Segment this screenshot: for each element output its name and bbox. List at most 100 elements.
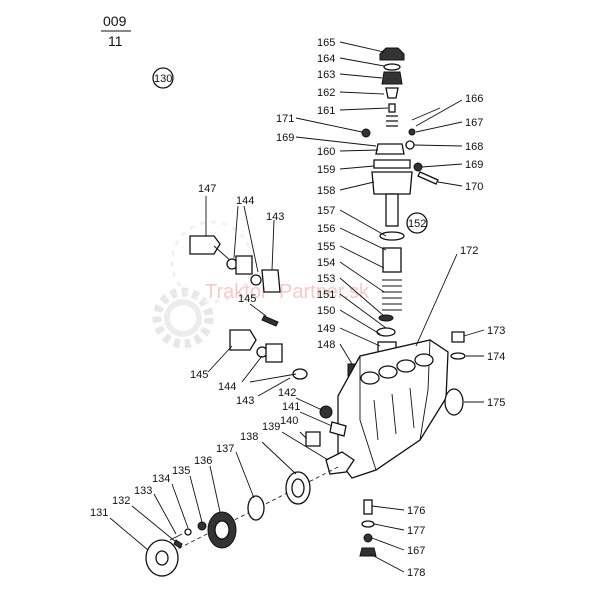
- right-parts: [444, 331, 466, 416]
- part-131-hub: [155, 550, 169, 566]
- part-150: [376, 327, 396, 337]
- label-160: 160: [317, 146, 335, 158]
- part-138-bearing-inner: [291, 478, 305, 498]
- label-144-bottom: 144: [218, 381, 236, 393]
- diagram-sheet: 11: [108, 33, 123, 49]
- part-144-washer-b: [250, 274, 262, 286]
- part-144-banjo: [235, 255, 253, 275]
- label-145: 145: [190, 369, 208, 381]
- upper-left-fittings: [189, 235, 281, 327]
- part-145: [229, 329, 257, 351]
- part-159: [373, 159, 411, 169]
- label-148: 148: [317, 339, 335, 351]
- label-133: 133: [134, 485, 152, 497]
- watermark-text-b: Partner.sk: [279, 281, 370, 303]
- label-137: 137: [216, 443, 234, 455]
- part-165: [379, 47, 405, 61]
- label-159: 159: [317, 164, 335, 176]
- part-160-spring: [386, 115, 398, 127]
- label-167: 167: [465, 117, 483, 129]
- part-137-ring: [247, 495, 265, 521]
- label-131: 131: [90, 507, 108, 519]
- label-166: 166: [465, 93, 483, 105]
- label-169: 169: [276, 132, 294, 144]
- label-138: 138: [240, 431, 258, 443]
- part-144-fitting: [265, 343, 283, 363]
- label-161: 161: [317, 105, 335, 117]
- label-176: 176: [407, 505, 425, 517]
- element-stack: [347, 47, 413, 377]
- part-167: [408, 128, 416, 136]
- label-147: 147: [198, 183, 216, 195]
- part-167-bottom: [363, 533, 373, 543]
- bore-1: [360, 371, 380, 385]
- part-168: [405, 140, 415, 150]
- part-169-right: [413, 162, 423, 172]
- label-155: 155: [317, 241, 335, 253]
- part-166-screw: [411, 107, 441, 121]
- part-154-spring: [382, 279, 402, 311]
- label-170: 170: [465, 181, 483, 193]
- label-167-bottom: 167: [407, 545, 425, 557]
- label-145-small: 145: [238, 293, 256, 305]
- valve-screws: [405, 107, 441, 185]
- part-151: [378, 314, 394, 322]
- badge-130: 130: [152, 67, 174, 89]
- part-143: [261, 269, 281, 293]
- part-158: [371, 171, 413, 195]
- label-177: 177: [407, 525, 425, 537]
- leader-lines: [109, 41, 485, 573]
- part-170: [417, 171, 439, 185]
- camshaft-parts: [145, 465, 341, 577]
- label-140: 140: [280, 415, 298, 427]
- part-174: [450, 352, 466, 360]
- label-139: 139: [262, 421, 280, 433]
- label-164: 164: [317, 53, 335, 65]
- part-156: [379, 231, 405, 241]
- badge-152: 152: [406, 212, 428, 234]
- part-161: [388, 103, 396, 113]
- housing-windows: [373, 387, 415, 441]
- part-163: [381, 71, 403, 85]
- label-172: 172: [460, 245, 478, 257]
- bottom-stud: [359, 499, 377, 557]
- label-163: 163: [317, 69, 335, 81]
- part-labels: 165 164 163 162 161 171 169 160 159 158 …: [90, 37, 505, 579]
- part-177: [361, 520, 375, 528]
- watermark: Traktor Partner.sk: [152, 220, 370, 349]
- part-171: [361, 128, 371, 138]
- label-144-top: 144: [236, 195, 254, 207]
- label-153: 153: [317, 273, 335, 285]
- part-136-hub: [214, 520, 230, 540]
- label-156: 156: [317, 223, 335, 235]
- part-142: [319, 405, 333, 419]
- label-141: 141: [282, 401, 300, 413]
- part-175-oring: [444, 388, 464, 416]
- label-149: 149: [317, 323, 335, 335]
- label-175: 175: [487, 397, 505, 409]
- bore-4: [414, 353, 434, 367]
- label-174: 174: [487, 351, 505, 363]
- label-157: 157: [317, 205, 335, 217]
- part-135: [197, 521, 207, 531]
- pump-housing: [337, 339, 449, 479]
- label-150: 150: [317, 305, 335, 317]
- label-154: 154: [317, 257, 335, 269]
- label-143-bottom: 143: [236, 395, 254, 407]
- label-158: 158: [317, 185, 335, 197]
- watermark-text-a: Traktor: [205, 281, 268, 303]
- part-160: [375, 143, 405, 155]
- badge-130-text: 130: [154, 73, 172, 85]
- bore-2: [378, 365, 398, 379]
- part-176: [363, 499, 373, 515]
- part-162: [385, 87, 399, 99]
- bore-3: [396, 359, 416, 373]
- part-157: [385, 193, 399, 227]
- lower-left-fittings: [229, 329, 355, 475]
- label-132: 132: [112, 495, 130, 507]
- label-171: 171: [276, 113, 294, 125]
- part-147: [189, 235, 221, 255]
- label-151: 151: [317, 289, 335, 301]
- part-164: [383, 63, 401, 71]
